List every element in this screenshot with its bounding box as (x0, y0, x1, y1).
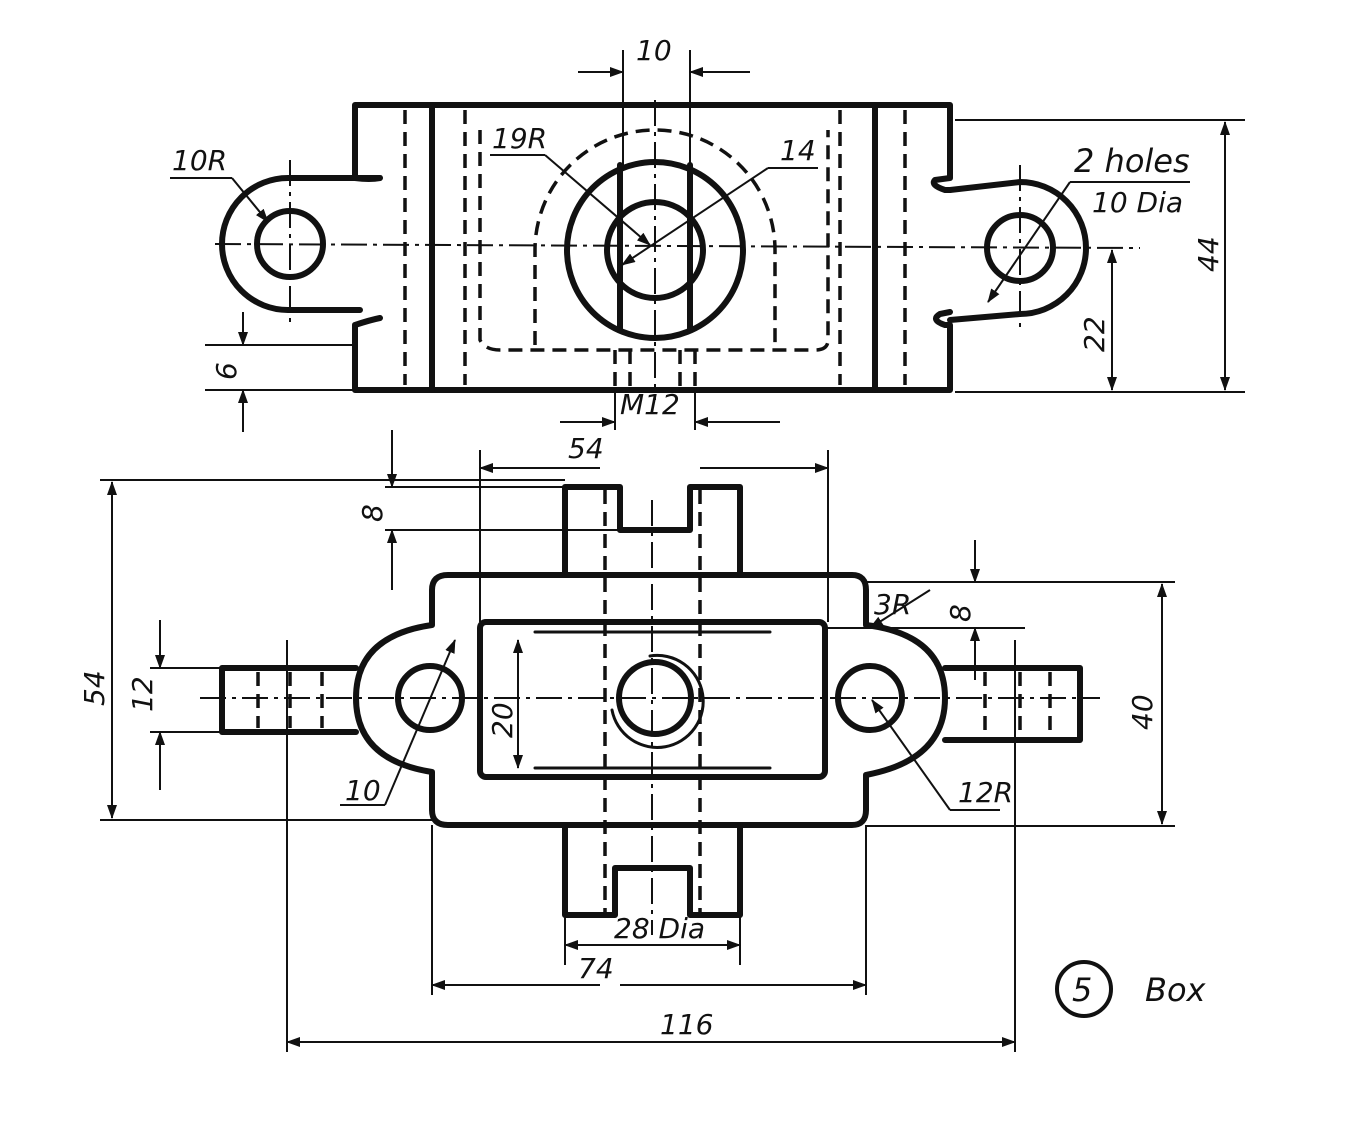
dim-overall-length: 116 (286, 640, 1016, 1052)
right-lug-outline (947, 179, 1089, 323)
svg-text:19R: 19R (492, 122, 547, 155)
dim-body-length: 74 (431, 825, 867, 995)
svg-text:10R: 10R (172, 144, 227, 177)
svg-text:40: 40 (1126, 694, 1159, 730)
title-number-circle (1055, 960, 1113, 1018)
top-right-lug (942, 665, 1083, 743)
dim-body-depth: 40 (866, 583, 1175, 827)
svg-text:54: 54 (568, 432, 604, 465)
top-left-lug (219, 665, 359, 735)
svg-text:8: 8 (356, 504, 389, 522)
dim-boss-radius-top: 12R (871, 699, 1013, 811)
dim-bore-dia: 14 (621, 134, 818, 266)
svg-text:74: 74 (578, 952, 614, 985)
dim-lug-radius: 10R (170, 144, 269, 223)
svg-text:3R: 3R (874, 588, 911, 621)
svg-text:116: 116 (660, 1008, 713, 1041)
top-view: 54 8 54 12 10 (78, 430, 1175, 1052)
dim-boss-dia: 28 Dia (564, 912, 741, 965)
dim-height: 44 (955, 119, 1245, 393)
svg-text:12R: 12R (958, 776, 1013, 809)
svg-text:14: 14 (780, 134, 816, 167)
title-number: 5 (1072, 971, 1092, 1009)
dim-hole-dia: 10 (340, 639, 456, 807)
title-name: Box (1145, 971, 1207, 1009)
svg-text:20: 20 (486, 702, 519, 738)
dim-overall-depth: 54 (78, 479, 565, 821)
svg-text:28 Dia: 28 Dia (614, 912, 705, 945)
svg-text:8: 8 (944, 604, 977, 622)
dim-inner-length: 54 (479, 432, 829, 622)
dim-lug-width: 12 (126, 620, 222, 790)
dim-base-thickness: 6 (205, 312, 355, 432)
svg-text:44: 44 (1192, 236, 1225, 272)
dim-wall-thickness: 8 (825, 540, 1175, 680)
dim-holes-note: 2 holes 10 Dia (987, 142, 1190, 303)
top-center-bore (616, 659, 694, 737)
dim-lug-thickness: 8 (356, 430, 620, 590)
dim-boss-radius: 19R (490, 122, 651, 246)
dim-slot-width: 10 (578, 34, 750, 165)
svg-text:2 holes: 2 holes (1074, 142, 1190, 180)
dim-inner-width: 20 (486, 639, 523, 769)
svg-text:10: 10 (636, 34, 672, 67)
dim-center-height: 22 (1078, 249, 1117, 391)
svg-text:12: 12 (126, 676, 159, 712)
svg-text:10 Dia: 10 Dia (1092, 186, 1183, 219)
svg-text:6: 6 (210, 362, 243, 380)
top-body-outline (353, 572, 948, 828)
front-view: 10 10R 19R 14 2 holes 10 Dia (170, 34, 1245, 432)
dim-fillet-radius: 3R (869, 588, 931, 629)
svg-text:22: 22 (1078, 316, 1111, 352)
svg-text:10: 10 (345, 774, 381, 807)
svg-text:M12: M12 (620, 388, 680, 421)
dim-thread: M12 (560, 388, 780, 430)
svg-text:54: 54 (78, 670, 111, 706)
top-upper-boss (562, 484, 743, 578)
title-block: 5 Box (1055, 960, 1207, 1018)
boss-radius-hidden (533, 128, 777, 345)
